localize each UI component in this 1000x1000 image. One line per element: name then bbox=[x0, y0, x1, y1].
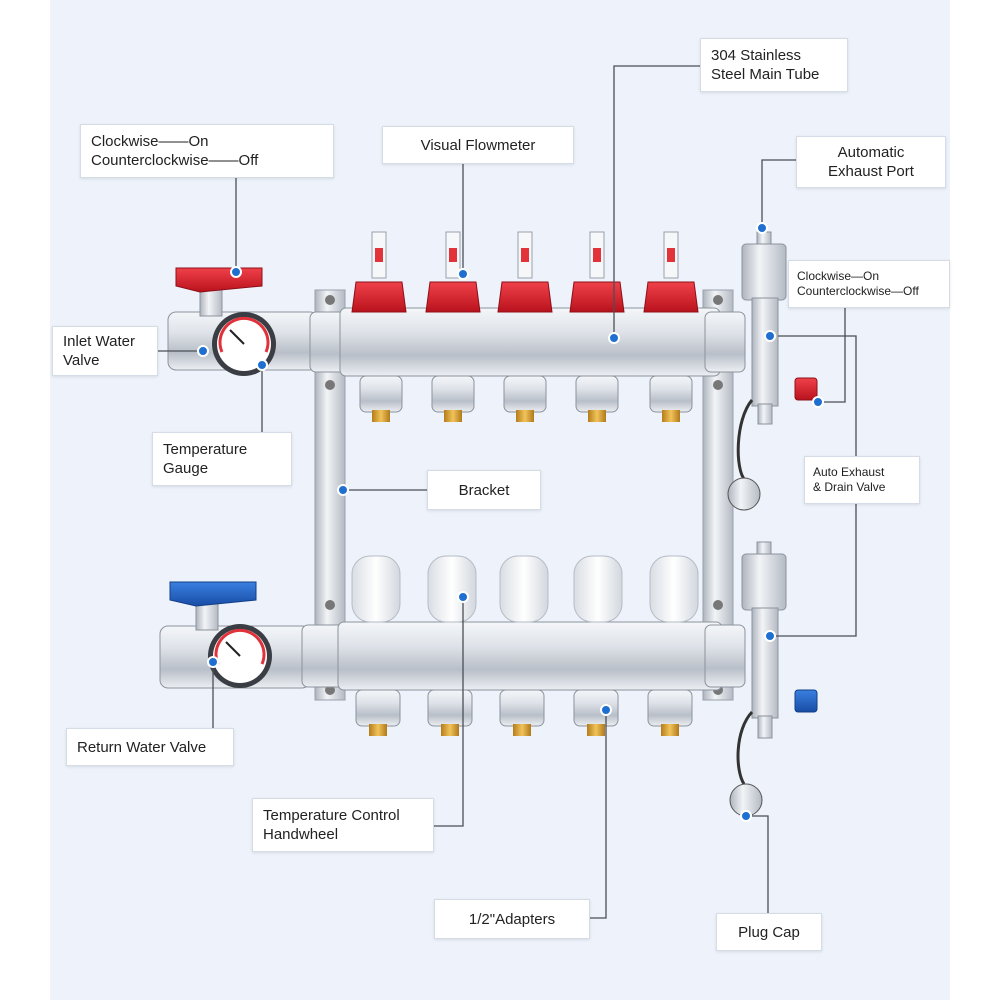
label-visual-flowmeter: Visual Flowmeter bbox=[382, 126, 574, 164]
blue-valve-handle bbox=[169, 581, 257, 607]
label-temperature-gauge: Temperature Gauge bbox=[152, 432, 292, 486]
bottom-main-tube bbox=[301, 621, 746, 691]
blue-drain-handle bbox=[794, 689, 818, 713]
top-air-vent bbox=[727, 231, 818, 511]
return-temperature-gauge bbox=[208, 624, 272, 688]
label-return-water-valve: Return Water Valve bbox=[66, 728, 234, 766]
white-handwheel bbox=[351, 555, 401, 623]
red-drain-handle bbox=[794, 377, 818, 401]
temperature-control-handwheels bbox=[351, 555, 699, 623]
label-temperature-control-handwheel: Temperature Control Handwheel bbox=[252, 798, 434, 852]
top-plug-cap bbox=[727, 477, 761, 511]
label-adapters: 1/2"Adapters bbox=[434, 899, 590, 939]
flowmeter-5 bbox=[643, 231, 699, 313]
red-valve-handle bbox=[175, 267, 263, 293]
bottom-air-vent bbox=[729, 541, 818, 817]
label-plug-cap: Plug Cap bbox=[716, 913, 822, 951]
bottom-adapters bbox=[355, 689, 693, 736]
label-main-tube: 304 Stainless Steel Main Tube bbox=[700, 38, 848, 92]
label-drain-direction: Clockwise—On Counterclockwise—Off bbox=[788, 260, 950, 308]
white-handwheel bbox=[427, 555, 477, 623]
leader-lines bbox=[158, 65, 857, 919]
flowmeter-4 bbox=[569, 231, 625, 313]
inlet-temperature-gauge bbox=[212, 312, 276, 376]
white-handwheel bbox=[499, 555, 549, 623]
label-automatic-exhaust-port: Automatic Exhaust Port bbox=[796, 136, 946, 188]
top-main-tube bbox=[309, 307, 746, 377]
white-handwheel bbox=[649, 555, 699, 623]
flowmeter-3 bbox=[497, 231, 553, 313]
label-bracket: Bracket bbox=[427, 470, 541, 510]
flowmeters bbox=[351, 231, 699, 313]
marker-dots bbox=[197, 222, 824, 822]
label-auto-exhaust-drain-valve: Auto Exhaust & Drain Valve bbox=[804, 456, 920, 504]
label-inlet-direction: Clockwise——On Counterclockwise——Off bbox=[80, 124, 334, 178]
label-inlet-water-valve: Inlet Water Valve bbox=[52, 326, 158, 376]
white-handwheel bbox=[573, 555, 623, 623]
flowmeter-2 bbox=[425, 231, 481, 313]
flowmeter-1 bbox=[351, 231, 407, 313]
top-adapters bbox=[359, 375, 693, 422]
